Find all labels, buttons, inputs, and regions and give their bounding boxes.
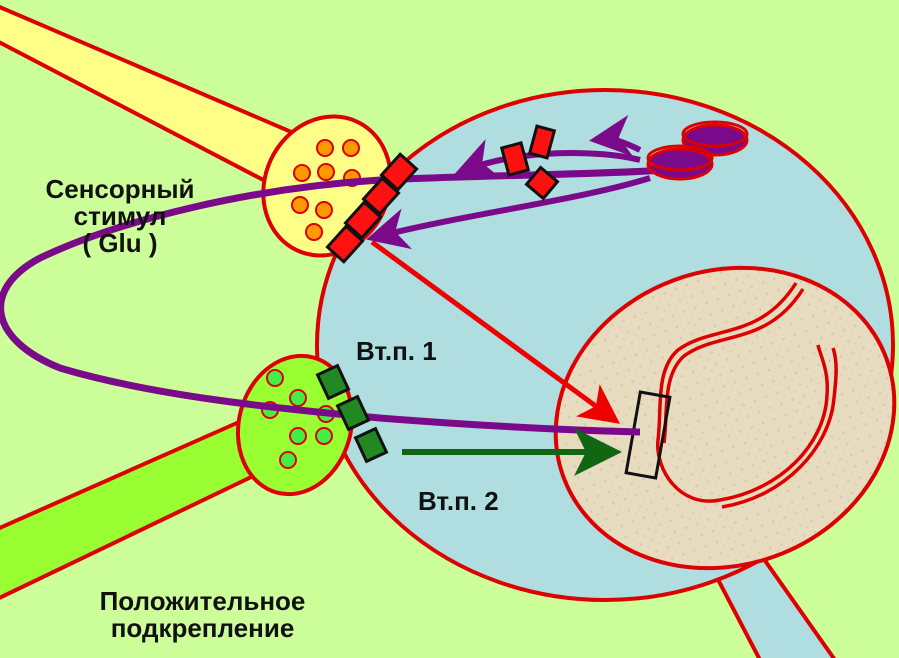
vesicle bbox=[267, 370, 283, 386]
vesicle bbox=[316, 202, 332, 218]
vesicle bbox=[280, 452, 296, 468]
vesicle bbox=[343, 140, 359, 156]
sensory-stimulus-label: Сенсорный стимул ( Glu ) bbox=[0, 176, 240, 257]
positive-label-line2: подкрепление bbox=[30, 615, 375, 642]
vtp2-label: Вт.п. 2 bbox=[418, 488, 499, 515]
vesicle bbox=[290, 390, 306, 406]
vesicle bbox=[292, 197, 308, 213]
sensory-axon bbox=[0, 5, 310, 195]
vesicle bbox=[294, 165, 310, 181]
reinforcement-axon bbox=[0, 415, 270, 600]
vesicle bbox=[317, 140, 333, 156]
sensory-label-line2: стимул bbox=[0, 203, 240, 230]
vesicle bbox=[306, 224, 322, 240]
vesicle bbox=[290, 428, 306, 444]
vesicle bbox=[318, 164, 334, 180]
positive-label-line1: Положительное bbox=[30, 588, 375, 615]
vesicle bbox=[316, 428, 332, 444]
sensory-label-line3: ( Glu ) bbox=[0, 230, 240, 257]
sensory-label-line1: Сенсорный bbox=[0, 176, 240, 203]
vtp1-label: Вт.п. 1 bbox=[356, 338, 437, 365]
positive-reinforcement-label: Положительное подкрепление bbox=[30, 588, 375, 642]
